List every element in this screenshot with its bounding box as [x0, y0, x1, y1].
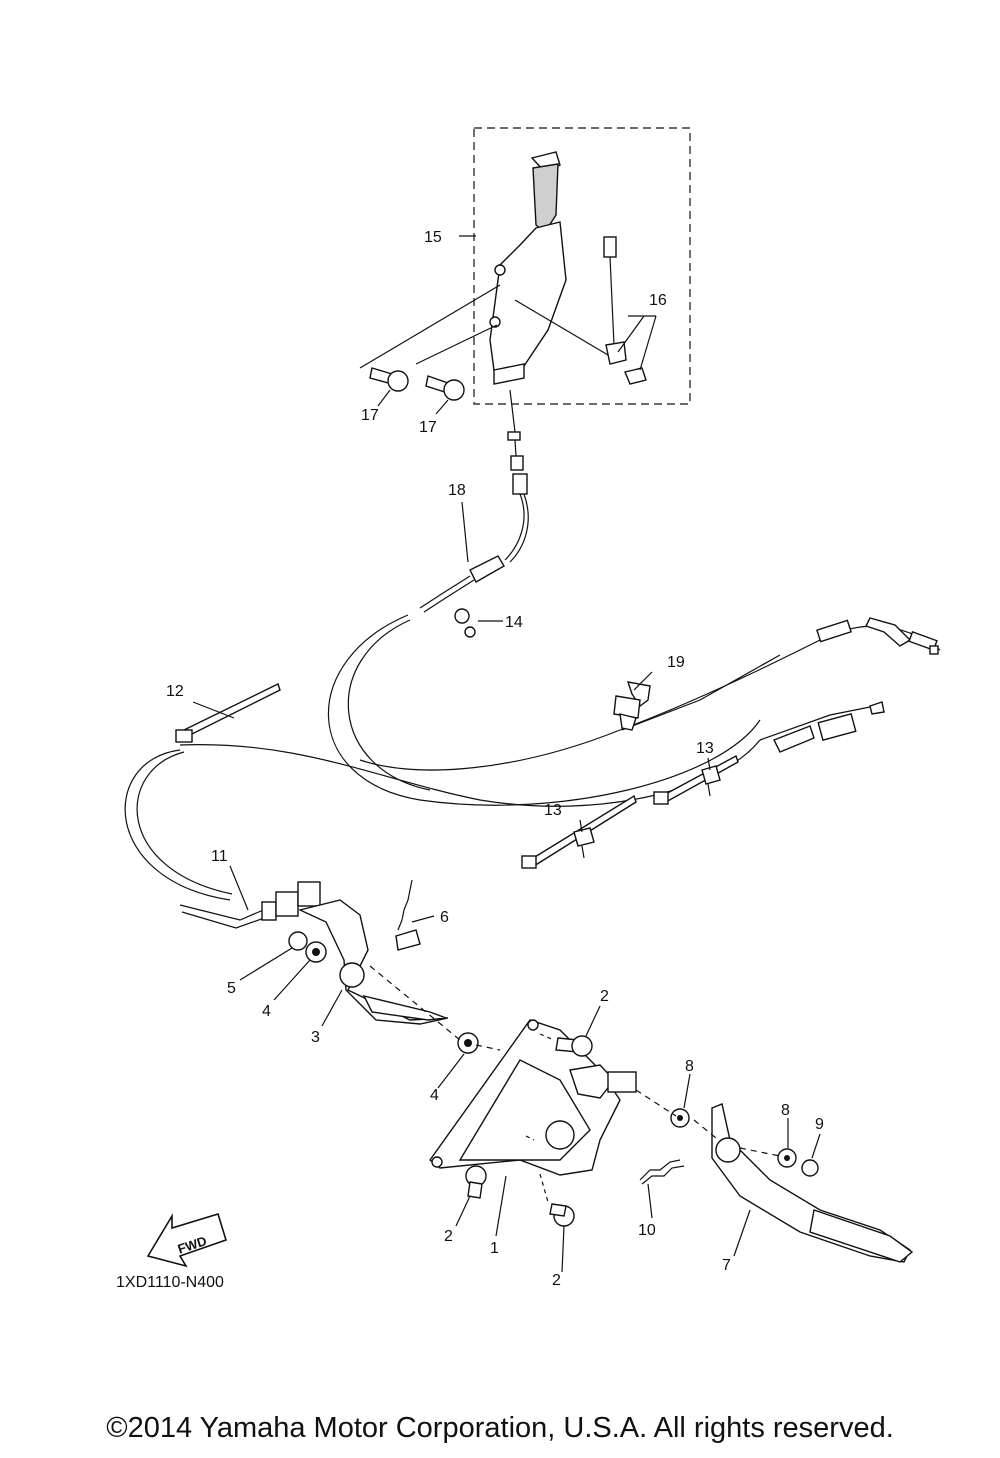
- spring-6: [395, 879, 421, 951]
- bolt-2-bottom: [549, 1203, 575, 1227]
- callout-2-bottom: 2: [552, 1272, 561, 1289]
- switch-assembly: [603, 236, 647, 385]
- drawing-code: 1XD1110-N400: [116, 1274, 224, 1291]
- callout-2-left: 2: [444, 1228, 453, 1245]
- callout-4-right: 4: [430, 1087, 439, 1104]
- callout-11: 11: [211, 848, 228, 865]
- cable-tie-13-lower: [521, 794, 637, 869]
- callout-5: 5: [227, 980, 236, 997]
- callout-17-right: 17: [419, 419, 437, 436]
- bolt-2-left: [465, 1165, 487, 1199]
- clip-19: [613, 681, 651, 731]
- callout-15: 15: [424, 229, 442, 246]
- cable-end-11: [179, 881, 321, 929]
- callout-19: 19: [667, 654, 685, 671]
- callout-8-left: 8: [685, 1058, 694, 1075]
- bolt-2-top: [555, 1035, 593, 1057]
- parking-brake-lever: [489, 151, 567, 385]
- callout-18: 18: [448, 482, 466, 499]
- callout-8-right: 8: [781, 1102, 790, 1119]
- callout-3: 3: [311, 1029, 320, 1046]
- assembly-box-15: [473, 127, 691, 405]
- callout-1: 1: [490, 1240, 499, 1257]
- lever-arm-3: [297, 899, 449, 1025]
- callout-16: 16: [649, 292, 667, 309]
- cable-18: [419, 389, 529, 613]
- callout-7: 7: [722, 1257, 731, 1274]
- callout-13-lower: 13: [544, 802, 562, 819]
- brake-pedal-7: [711, 1103, 914, 1263]
- spring-10: [639, 1159, 685, 1185]
- callout-6: 6: [440, 909, 449, 926]
- callout-12: 12: [166, 683, 184, 700]
- fwd-arrow-icon: FWD: [146, 1213, 227, 1268]
- eclip-9: [801, 1159, 819, 1177]
- bracket-1: [429, 1019, 637, 1176]
- eclip-5: [288, 931, 308, 951]
- cable-11: [124, 614, 941, 901]
- callout-13-upper: 13: [696, 740, 714, 757]
- callout-17-left: 17: [361, 407, 379, 424]
- callout-10: 10: [638, 1222, 656, 1239]
- bolt-17-right: [425, 375, 465, 401]
- bolt-17-left: [369, 367, 409, 392]
- leader-lines: [192, 235, 821, 1273]
- cable-tie-13-upper: [653, 754, 739, 805]
- cable-tie-12: [175, 683, 281, 743]
- callout-9: 9: [815, 1116, 824, 1133]
- callout-2-top: 2: [600, 988, 609, 1005]
- clamp-14: [454, 608, 476, 638]
- copyright-notice: ©2014 Yamaha Motor Corporation, U.S.A. A…: [106, 1412, 894, 1444]
- callout-14: 14: [505, 614, 523, 631]
- callout-4-left: 4: [262, 1003, 271, 1020]
